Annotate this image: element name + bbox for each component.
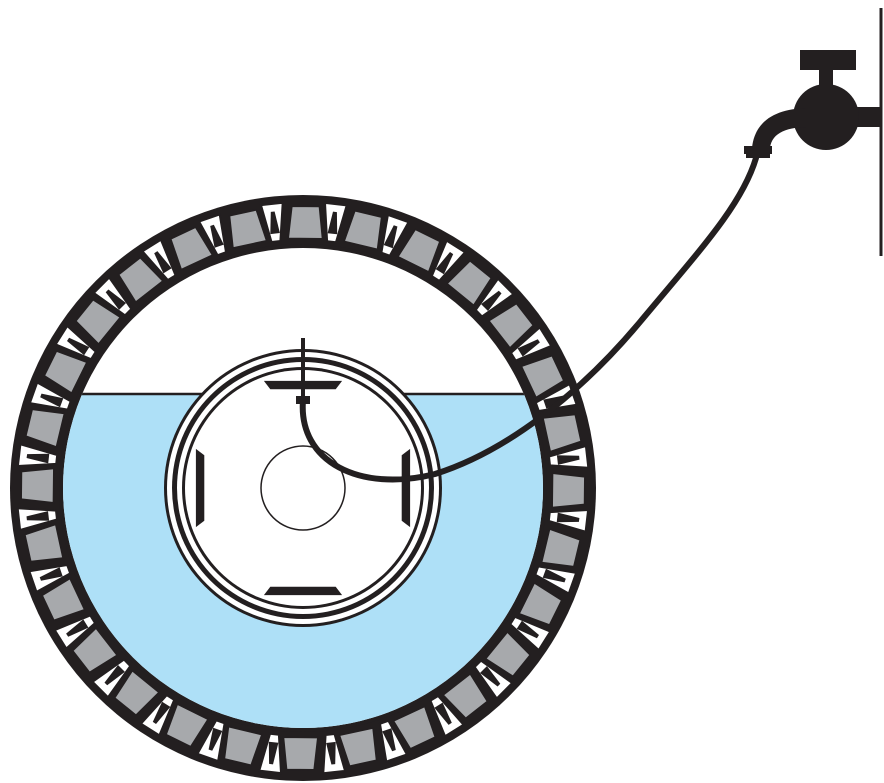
tread-block bbox=[74, 298, 122, 346]
tread-groove-core bbox=[383, 225, 398, 249]
tread-block bbox=[551, 472, 586, 509]
tread-block bbox=[542, 413, 582, 453]
tread-groove-core bbox=[382, 728, 396, 752]
wheel-rim bbox=[164, 349, 442, 627]
tread-groove-core bbox=[104, 665, 125, 686]
tread-groove-core bbox=[326, 741, 336, 765]
hose-icon bbox=[299, 155, 759, 483]
tread-block bbox=[441, 672, 489, 720]
tread-block bbox=[540, 528, 582, 568]
tread-groove-core bbox=[105, 289, 126, 310]
tread-groove-core bbox=[210, 224, 224, 248]
hub-center bbox=[260, 445, 346, 531]
tread-block bbox=[282, 736, 319, 771]
tire-tread bbox=[16, 201, 590, 775]
tread-block bbox=[165, 703, 210, 748]
tread-groove-core bbox=[542, 568, 566, 583]
rim-pad bbox=[195, 448, 205, 528]
tread-block bbox=[113, 669, 161, 717]
tread-block bbox=[396, 228, 441, 273]
tread-groove-core bbox=[268, 741, 279, 765]
tread-block bbox=[117, 256, 165, 304]
tread-groove-core bbox=[26, 511, 50, 521]
tread-groove-core bbox=[40, 393, 64, 408]
tread-block bbox=[41, 577, 86, 622]
tread-block bbox=[287, 205, 324, 240]
tread-block bbox=[228, 209, 268, 249]
tread-block bbox=[520, 354, 565, 399]
tread-groove-core bbox=[270, 211, 280, 235]
tread-groove-core bbox=[154, 251, 172, 274]
tread-block bbox=[43, 350, 88, 395]
tread-block bbox=[343, 209, 383, 251]
tread-groove-core bbox=[208, 727, 223, 751]
tread-groove-core bbox=[39, 567, 63, 581]
tread-block bbox=[223, 725, 263, 767]
tread-groove-core bbox=[434, 702, 452, 725]
tread-block bbox=[24, 408, 66, 448]
tread-block bbox=[20, 467, 55, 504]
tread-groove-core bbox=[480, 666, 501, 687]
tread-groove-core bbox=[26, 453, 50, 464]
tread-groove-core bbox=[435, 252, 454, 275]
tread-groove-core bbox=[481, 290, 502, 311]
rim-pad bbox=[263, 586, 343, 596]
water-tap-icon bbox=[744, 50, 882, 158]
rim-pads bbox=[195, 380, 411, 596]
tread-groove-core bbox=[556, 455, 580, 465]
tread-block bbox=[24, 523, 64, 563]
tread-block bbox=[518, 581, 563, 626]
tread-groove-core bbox=[556, 512, 580, 523]
tread-groove-core bbox=[66, 619, 89, 637]
tread-block bbox=[169, 226, 214, 271]
tread-block bbox=[338, 727, 378, 767]
tread-groove-core bbox=[67, 337, 90, 356]
tread-block bbox=[487, 302, 535, 350]
tread-block bbox=[484, 630, 532, 678]
tread-groove-core bbox=[516, 620, 539, 639]
tread-block bbox=[392, 705, 437, 750]
tread-groove-core bbox=[517, 339, 540, 357]
rim-pad bbox=[401, 448, 411, 528]
tread-groove-core bbox=[327, 211, 338, 235]
tread-block bbox=[71, 626, 119, 674]
tread-groove-core bbox=[152, 701, 171, 724]
tread-block bbox=[445, 259, 493, 307]
